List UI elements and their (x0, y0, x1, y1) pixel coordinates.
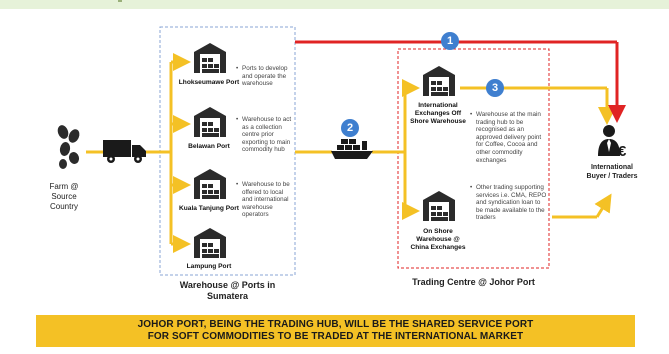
offshore-warehouse-name: International Exchanges Off Shore Wareho… (410, 102, 466, 125)
port-name-kuala-tanjung: Kuala Tanjung Port (179, 205, 239, 212)
trading-centre-caption: Trading Centre @ Johor Port (412, 277, 535, 287)
step-2-badge: 2 (341, 119, 359, 137)
warehouse-icon (194, 169, 226, 199)
top-strip (0, 0, 669, 9)
step-1-badge: 1 (441, 32, 459, 50)
banner-line-1: JOHOR PORT, BEING THE TRADING HUB, WILL … (137, 318, 534, 330)
port-note-item: •Warehouse to be offered to local and in… (236, 181, 292, 219)
buyer-label: International Buyer / Traders (586, 164, 638, 180)
warehouse-icon (194, 228, 226, 258)
step-3-badge: 3 (486, 79, 504, 97)
warehouse-icon (423, 191, 455, 221)
top-strip-mark (118, 0, 122, 2)
farm-label: Farm @ Source Country (49, 182, 79, 211)
port-name-belawan: Belawan Port (188, 143, 230, 150)
warehouse-icon (194, 107, 226, 137)
warehouse-icon (423, 66, 455, 96)
truck-icon (103, 140, 146, 163)
centre-notes: •Warehouse at the main trading hub to be… (470, 111, 548, 227)
ports-group-caption: Warehouse @ Ports in Sumatera (179, 280, 276, 301)
cargo-ship-icon (331, 139, 373, 159)
port-name-lhokseumawe: Lhokseumawe Port (178, 79, 240, 86)
buyer-euro-icon: € (598, 125, 627, 160)
onshore-warehouse-name: On Shore Warehouse @ China Exchanges (410, 228, 466, 251)
centre-note-text: Other trading supporting services i.e. C… (476, 184, 547, 222)
port-note-item: •Ports to develop and operate the wareho… (236, 65, 292, 111)
cocoa-beans-icon (57, 125, 80, 169)
banner-line-2: FOR SOFT COMMODITIES TO BE TRADED AT THE… (147, 331, 524, 342)
warehouse-icon (194, 43, 226, 73)
port-notes: •Ports to develop and operate the wareho… (236, 65, 292, 224)
port-name-lampung: Lampung Port (186, 263, 232, 270)
centre-note-item: •Warehouse at the main trading hub to be… (470, 111, 548, 179)
centre-note-text: Warehouse at the main trading hub to be … (476, 111, 542, 164)
port-note-text: Warehouse to act as a collection centre … (242, 116, 292, 154)
port-note-text: Ports to develop and operate the warehou… (242, 65, 288, 88)
summary-banner: JOHOR PORT, BEING THE TRADING HUB, WILL … (36, 315, 635, 347)
svg-text:€: € (618, 143, 627, 160)
port-note-item: •Warehouse to act as a collection centre… (236, 116, 292, 176)
onshore-to-buyer-v (594, 193, 612, 218)
centre-note-item: •Other trading supporting services i.e. … (470, 184, 547, 222)
trading-centre-frame (397, 48, 550, 269)
port-note-text: Warehouse to be offered to local and int… (242, 181, 290, 219)
